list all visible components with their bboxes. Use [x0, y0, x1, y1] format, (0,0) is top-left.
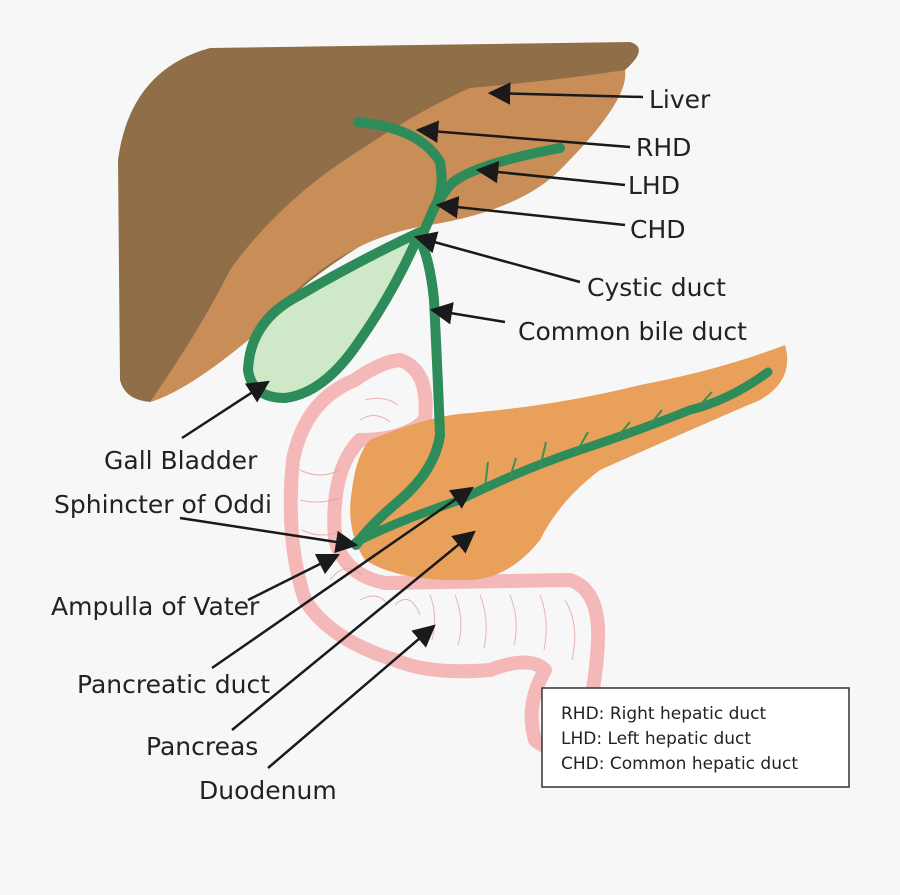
- label-common-bile-duct: Common bile duct: [518, 317, 747, 346]
- arrow-duodenum: [267, 624, 436, 769]
- duodenum-shape: [283, 353, 606, 756]
- arrow-liver: [487, 82, 644, 105]
- label-liver: Liver: [649, 85, 711, 114]
- label-sphincter-of-oddi: Sphincter of Oddi: [54, 490, 272, 519]
- legend-item-rhd: RHD: Right hepatic duct: [561, 704, 766, 724]
- legend-box: RHD: Right hepatic duct LHD: Left hepati…: [541, 687, 850, 788]
- label-ampulla-of-vater: Ampulla of Vater: [51, 592, 260, 621]
- label-chd: CHD: [630, 215, 686, 244]
- legend-item-chd: CHD: Common hepatic duct: [561, 754, 798, 774]
- arrow-sphincter-of-oddi: [179, 516, 359, 554]
- arrow-chd: [435, 195, 626, 227]
- label-cystic-duct: Cystic duct: [587, 273, 726, 302]
- label-lhd: LHD: [628, 171, 680, 200]
- arrow-cystic-duct: [413, 231, 581, 284]
- label-duodenum: Duodenum: [199, 776, 337, 805]
- arrow-rhd: [415, 120, 631, 149]
- arrow-ampulla-of-vater: [247, 553, 341, 602]
- label-gall-bladder: Gall Bladder: [104, 446, 258, 475]
- arrow-pancreatic-duct: [211, 486, 474, 670]
- pancreas-shape: [350, 345, 788, 581]
- label-pancreatic-duct: Pancreatic duct: [77, 670, 270, 699]
- arrow-common-bile-duct: [429, 302, 506, 325]
- label-arrows: [179, 82, 644, 769]
- label-pancreas: Pancreas: [146, 732, 258, 761]
- arrow-lhd: [475, 160, 626, 187]
- labels: Liver RHD LHD CHD Cystic duct Common bil…: [51, 85, 747, 805]
- arrow-pancreas: [231, 530, 476, 731]
- arrow-gall-bladder: [181, 380, 270, 440]
- legend-item-lhd: LHD: Left hepatic duct: [561, 729, 751, 749]
- pancreatic-duct-branches: [484, 379, 753, 488]
- label-rhd: RHD: [636, 133, 691, 162]
